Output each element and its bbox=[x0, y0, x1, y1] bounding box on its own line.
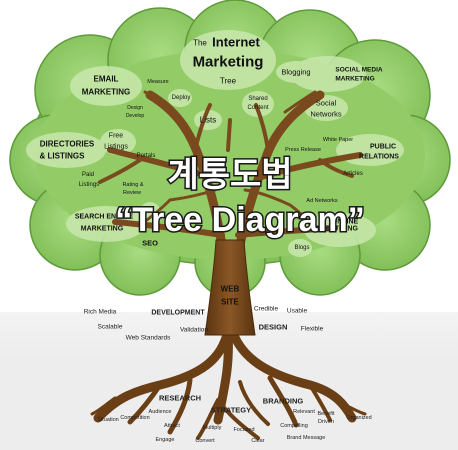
rating-review-line2: Review bbox=[123, 190, 141, 196]
measure-label: Measure bbox=[147, 79, 168, 85]
shared-content-line1: Shared bbox=[248, 96, 267, 102]
situation-label: Situation bbox=[97, 417, 118, 423]
convert-label: Convert bbox=[195, 438, 215, 444]
web-site-line2: SITE bbox=[221, 298, 239, 307]
paid-listings-line2: Listings bbox=[79, 182, 99, 188]
public-relations-line2: RELATIONS bbox=[359, 154, 399, 161]
online-advertising-line2: ADVERTISING bbox=[310, 226, 358, 233]
directories-line2: & LISTINGS bbox=[40, 152, 86, 161]
branding-label: BRANDING bbox=[263, 397, 304, 406]
clear-label: Clear bbox=[251, 438, 264, 444]
title-korean: 계통도법 bbox=[167, 156, 292, 194]
logo-the: The bbox=[193, 39, 207, 48]
blogs-label: Blogs bbox=[294, 245, 309, 251]
relevant-label: Relevant bbox=[293, 409, 315, 415]
research-label: RESEARCH bbox=[159, 394, 201, 403]
press-release-label: Press Release bbox=[285, 147, 321, 153]
social-media-marketing-line1: SOCIAL MEDIA bbox=[335, 67, 382, 74]
web-site-line1: WEB bbox=[221, 285, 240, 294]
flexible-label: Flexible bbox=[301, 326, 324, 333]
root-labels: RESEARCH STRATEGY BRANDING Situation Com… bbox=[97, 394, 371, 445]
directories-line1: DIRECTORIES bbox=[40, 140, 95, 149]
brand-message-label: Brand Message bbox=[287, 435, 326, 441]
white-paper-label: White Paper bbox=[323, 137, 353, 143]
deploy-label: Deploy bbox=[172, 95, 191, 101]
public-relations-line1: PUBLIC bbox=[370, 144, 396, 151]
email-marketing-line1: EMAIL bbox=[94, 75, 119, 84]
logo-internet: Internet bbox=[212, 35, 260, 50]
crown-labels: The Internet Marketing Tree EMAIL MARKET… bbox=[40, 35, 400, 252]
multiply-label: Multiply bbox=[203, 425, 222, 431]
tree-trunk bbox=[204, 239, 256, 336]
logo-marketing: Marketing bbox=[193, 54, 264, 71]
design-develop-line1: Design bbox=[127, 105, 143, 111]
title-english: “Tree Diagram” bbox=[115, 201, 364, 239]
ground-labels: Rich Media DEVELOPMENT Credible Usable S… bbox=[84, 306, 324, 342]
free-listings-line1: Free bbox=[109, 133, 124, 140]
design-label: DESIGN bbox=[259, 323, 288, 332]
social-networks-line1: Social bbox=[316, 99, 337, 108]
lists-label: Lists bbox=[200, 116, 216, 125]
strategy-label: STRATEGY bbox=[211, 406, 251, 415]
paid-listings-line1: Paid bbox=[82, 172, 94, 178]
design-develop-line2: Develop bbox=[126, 113, 145, 119]
articles-label: Articles bbox=[343, 171, 363, 177]
online-advertising-line1: ONLINE bbox=[332, 219, 359, 226]
logo-tree: Tree bbox=[220, 77, 237, 86]
engage-label: Engage bbox=[156, 437, 175, 443]
blogging-label: Blogging bbox=[281, 68, 310, 77]
scalable-label: Scalable bbox=[98, 324, 123, 331]
trunk-label: WEB SITE bbox=[221, 285, 240, 307]
organized-label: Organized bbox=[346, 415, 371, 421]
shared-content-line2: Content bbox=[247, 105, 268, 111]
email-marketing-line2: MARKETING bbox=[82, 88, 130, 97]
credible-label: Credible bbox=[254, 306, 279, 313]
search-engine-marketing-line2: MARKETING bbox=[81, 226, 124, 233]
tree-roots bbox=[90, 325, 367, 440]
rich-media-label: Rich Media bbox=[84, 309, 117, 316]
ad-networks-label: Ad Networks bbox=[306, 198, 337, 204]
usable-label: Usable bbox=[287, 308, 308, 315]
seo-label: SEO bbox=[142, 239, 158, 248]
free-listings-line2: Listings bbox=[104, 144, 128, 151]
benefit-driven-line2: Driven bbox=[318, 419, 334, 425]
title-overlay: 계통도법 “Tree Diagram” bbox=[114, 155, 366, 241]
competition-label: Competition bbox=[120, 415, 149, 421]
compelling-label: Compelling bbox=[280, 423, 308, 429]
social-media-marketing-line2: MARKETING bbox=[335, 76, 374, 83]
focused-label: Focused bbox=[233, 427, 254, 433]
social-networks-line2: Networks bbox=[310, 110, 342, 119]
development-label: DEVELOPMENT bbox=[151, 310, 205, 317]
benefit-driven-line1: Benefit bbox=[317, 411, 335, 417]
web-standards-label: Web Standards bbox=[126, 335, 171, 342]
search-engine-marketing-line1: SEARCH ENGINE bbox=[75, 214, 134, 221]
validation-label: Validation bbox=[180, 327, 208, 334]
attract-label: Attract bbox=[164, 423, 180, 429]
audience-label: Audience bbox=[149, 409, 172, 415]
portals-label: Portals bbox=[137, 153, 156, 159]
rating-review-line1: Rating & bbox=[122, 182, 143, 188]
